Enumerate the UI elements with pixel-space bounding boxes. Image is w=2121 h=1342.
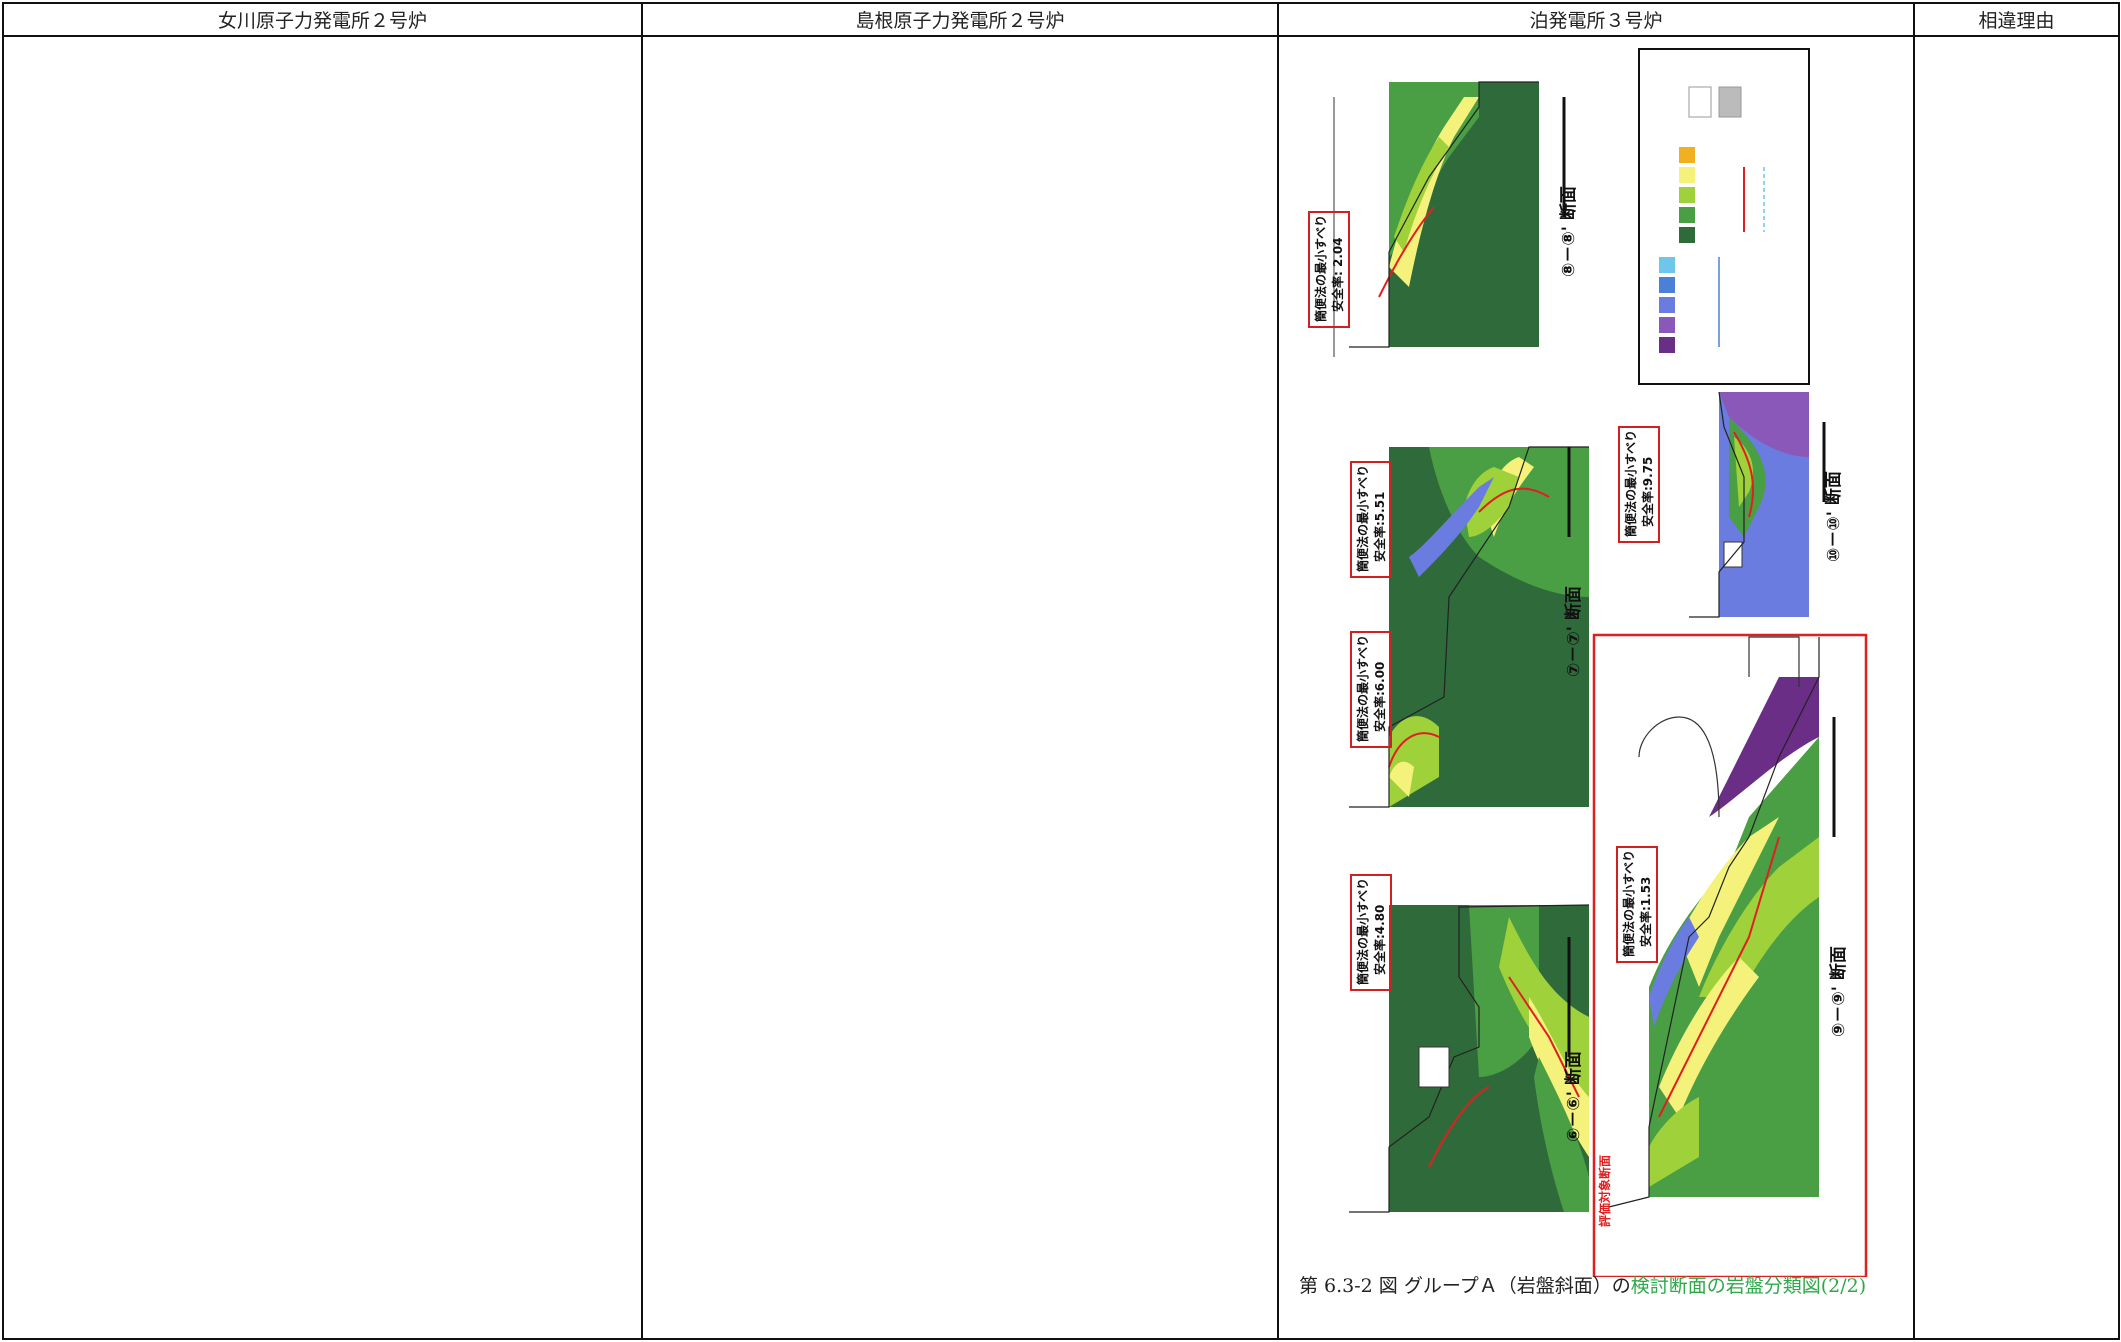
section-8-factor-label: 簡便法の最小すべり — [1313, 215, 1328, 322]
section-6-title: ⑥－⑥' 断面 — [1563, 1051, 1584, 1142]
header-onagawa: 女川原子力発電所２号炉 — [2, 2, 643, 37]
section-10-factor-label: 簡便法の最小すべり — [1623, 430, 1638, 537]
section-9-title: ⑨－⑨' 断面 — [1828, 946, 1849, 1037]
rock-class-legend — [1638, 48, 1810, 385]
section-7-factor-label-b: 簡便法の最小すべり — [1355, 635, 1370, 742]
evaluation-target-label: 評価対象断面 — [1597, 1155, 1612, 1227]
section-6-factor-value: 安全率:4.80 — [1372, 905, 1387, 975]
section-10-diagram: ⑩－⑩' 断面 簡便法の最小すべり 安全率:9.75 — [1618, 391, 1844, 618]
section-6-factor-label: 簡便法の最小すべり — [1355, 878, 1370, 985]
onagawa-cell — [2, 35, 643, 1340]
section-8-factor-box — [1308, 211, 1350, 328]
section-10-factor-value: 安全率:9.75 — [1640, 457, 1655, 527]
section-7-diagram: ⑦－⑦' 断面 簡便法の最小すべり 安全率:5.51 簡便法の最小すべり 安全率… — [1349, 446, 1589, 808]
rock-classification-figure: ⑧－⑧' 断面 簡便法の最小すべり 安全率: 2.04 — [1308, 48, 1868, 1277]
section-7-factor-box-a — [1350, 461, 1392, 578]
section-7-title: ⑦－⑦' 断面 — [1563, 586, 1584, 677]
section-9-factor-label: 簡便法の最小すべり — [1621, 850, 1636, 957]
section-6-diagram: ⑥－⑥' 断面 簡便法の最小すべり 安全率:4.80 — [1349, 874, 1590, 1213]
header-row: 女川原子力発電所２号炉 島根原子力発電所２号炉 泊発電所３号炉 相違理由 — [2, 2, 2120, 37]
section-7-factor-label-a: 簡便法の最小すべり — [1355, 465, 1370, 572]
header-shimane: 島根原子力発電所２号炉 — [641, 2, 1279, 37]
section-9-diagram: ⑨－⑨' 断面 簡便法の最小すべり 安全率:1.53 評価対象断面 — [1592, 633, 1868, 1277]
figure-caption-green: 検討断面の岩盤分類図(2/2) — [1630, 1275, 1867, 1297]
section-8-title: ⑧－⑧' 断面 — [1558, 186, 1579, 277]
tomari-cell: ⑧－⑧' 断面 簡便法の最小すべり 安全率: 2.04 — [1277, 35, 1915, 1340]
section-8-factor-value: 安全率: 2.04 — [1330, 237, 1345, 312]
header-tomari: 泊発電所３号炉 — [1277, 2, 1915, 37]
section-10-title: ⑩－⑩' 断面 — [1823, 471, 1844, 562]
reason-cell — [1913, 35, 2120, 1340]
section-7-factor-value-a: 安全率:5.51 — [1372, 492, 1387, 562]
section-7-factor-value-b: 安全率:6.00 — [1372, 662, 1387, 732]
section-7-factor-box-b — [1350, 631, 1392, 748]
figure-caption-main: 第 6.3-2 図 グループＡ（岩盤斜面）の — [1299, 1275, 1631, 1297]
section-10-factor-box — [1618, 426, 1660, 543]
section-6-factor-box — [1350, 874, 1392, 991]
shimane-cell — [641, 35, 1279, 1340]
section-8-diagram: ⑧－⑧' 断面 簡便法の最小すべり 安全率: 2.04 — [1308, 81, 1579, 357]
header-reason: 相違理由 — [1913, 2, 2120, 37]
section-9-factor-value: 安全率:1.53 — [1638, 877, 1653, 947]
section-9-frame — [1592, 633, 1868, 1277]
body-row: ⑧－⑧' 断面 簡便法の最小すべり 安全率: 2.04 — [2, 35, 2120, 1340]
figure-caption: 第 6.3-2 図 グループＡ（岩盤斜面）の検討断面の岩盤分類図(2/2) — [1299, 1271, 1866, 1298]
section-9-factor-box — [1616, 846, 1658, 963]
